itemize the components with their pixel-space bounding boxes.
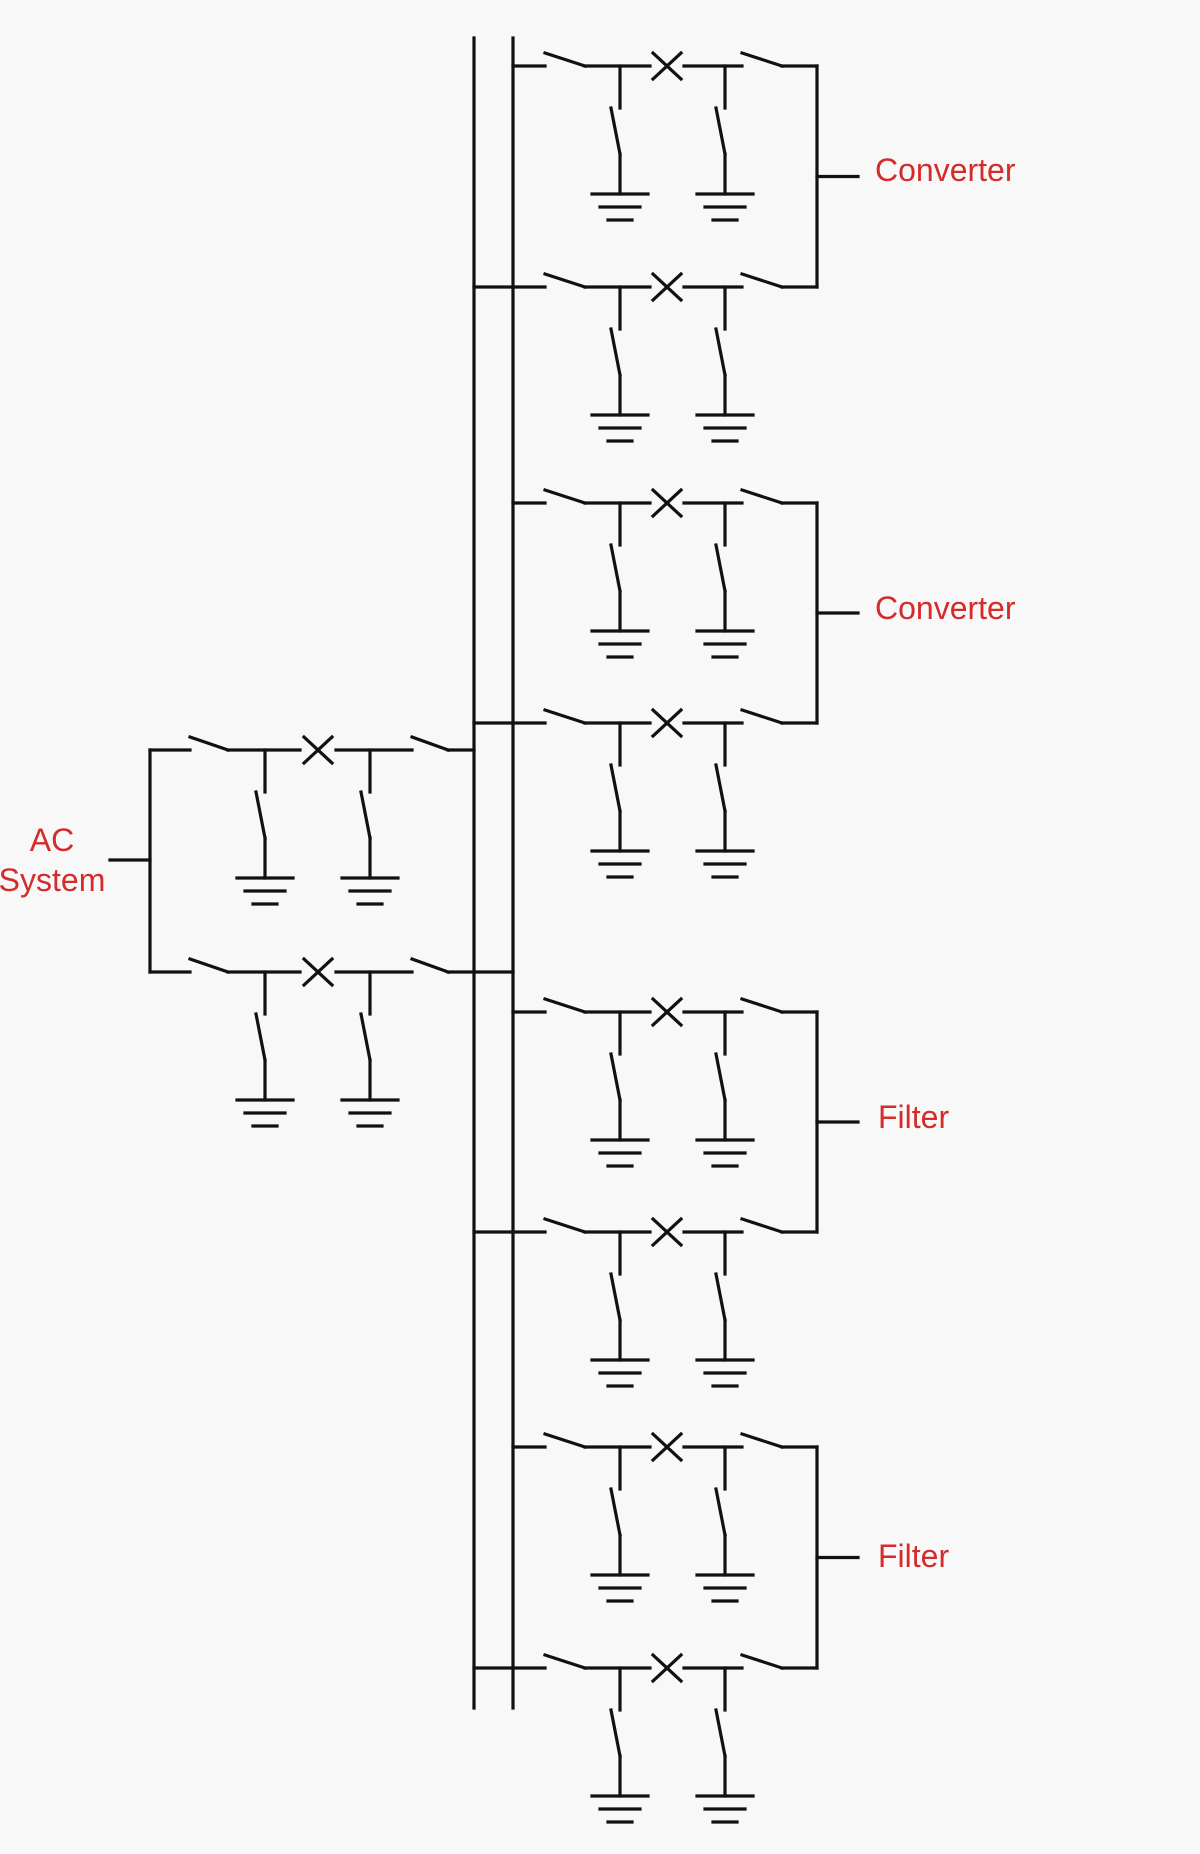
circuit-breaker-icon [650,1431,684,1463]
ground-icon [695,192,755,222]
feeder-bracket-3 [815,1010,860,1234]
earthing-switch-icon [609,1230,622,1362]
disconnector-icon [542,1216,588,1235]
switchgear-bay-6 [511,1216,819,1388]
ground-icon [590,192,650,222]
earthing-switch-icon [254,970,267,1102]
circuit-breaker-icon [650,50,684,82]
circuit-breaker-icon [650,271,684,303]
ac-system-label-line1: AC [30,822,74,858]
disconnector-icon [739,996,785,1015]
earthing-switch-icon [609,1445,622,1577]
feeder-bracket-2 [815,501,860,725]
earthing-switch-icon [714,285,727,417]
switchgear-bay-5 [511,996,819,1168]
ground-icon [340,876,400,906]
disconnector-icon [542,1652,588,1671]
bays [108,50,819,1824]
ground-icon [695,629,755,659]
disconnector-icon [739,1652,785,1671]
switchgear-bay-8 [511,1652,819,1824]
earthing-switch-icon [609,285,622,417]
switchgear-bay-3 [511,487,819,659]
converter-label-2: Converter [875,590,1016,626]
ac-system-bays [108,734,515,1128]
ground-icon [695,1138,755,1168]
earthing-switch-icon [609,1010,622,1142]
filter-label-1: Filter [878,1099,949,1135]
ground-icon [590,1138,650,1168]
switchgear-bay-1 [511,50,819,222]
earthing-switch-icon [254,748,267,880]
ground-icon [590,1573,650,1603]
ground-icon [235,1098,295,1128]
ground-icon [590,849,650,879]
earthing-switch-icon [609,64,622,196]
filter-label-2: Filter [878,1538,949,1574]
converter-label-1: Converter [875,152,1016,188]
ground-icon [695,1573,755,1603]
circuit-breaker-icon [301,734,335,766]
ground-icon [590,1358,650,1388]
earthing-switch-icon [359,748,372,880]
ground-icon [695,413,755,443]
ac-system-bracket [108,748,152,974]
disconnector-icon [409,734,451,753]
earthing-switch-icon [714,1010,727,1142]
earthing-switch-icon [714,721,727,853]
circuit-breaker-icon [650,1652,684,1684]
ac-system-label-line2: System [0,862,105,898]
earthing-switch-icon [609,721,622,853]
busbar-group [472,36,515,1710]
disconnector-icon [739,1216,785,1235]
disconnector-icon [542,1431,588,1450]
ground-icon [340,1098,400,1128]
feeders [815,64,860,1670]
ground-icon [695,1358,755,1388]
circuit-breaker-icon [650,1216,684,1248]
feeder-bracket-1 [815,64,860,289]
earthing-switch-icon [609,501,622,633]
disconnector-icon [739,50,785,69]
ground-icon [590,413,650,443]
disconnector-icon [739,1431,785,1450]
disconnector-icon [542,996,588,1015]
ground-icon [590,1794,650,1824]
switchgear-bay-7 [511,1431,819,1603]
earthing-switch-icon [714,1445,727,1577]
feeder-bracket-4 [815,1445,860,1670]
earthing-switch-icon [359,970,372,1102]
ground-icon [695,1794,755,1824]
disconnector-icon [739,707,785,726]
disconnector-icon [739,487,785,506]
ground-icon [235,876,295,906]
circuit-breaker-icon [650,487,684,519]
disconnector-icon [542,487,588,506]
circuit-breaker-icon [650,996,684,1028]
earthing-switch-icon [714,64,727,196]
ac-bay-2 [148,956,515,1128]
disconnector-icon [542,271,588,290]
ground-icon [590,629,650,659]
switchgear-bay-4 [511,707,819,879]
disconnector-icon [187,734,231,753]
circuit-breaker-icon [301,956,335,988]
earthing-switch-icon [714,1230,727,1362]
disconnector-icon [542,50,588,69]
labels: AC System Converter Converter Filter Fil… [0,152,1016,1574]
circuit-breaker-icon [650,707,684,739]
disconnector-icon [739,271,785,290]
disconnector-icon [542,707,588,726]
ac-bay-1 [148,734,476,906]
earthing-switch-icon [714,1666,727,1798]
disconnector-icon [409,956,451,975]
switchgear-bay-2 [511,271,819,443]
earthing-switch-icon [609,1666,622,1798]
earthing-switch-icon [714,501,727,633]
disconnector-icon [187,956,231,975]
ground-icon [695,849,755,879]
